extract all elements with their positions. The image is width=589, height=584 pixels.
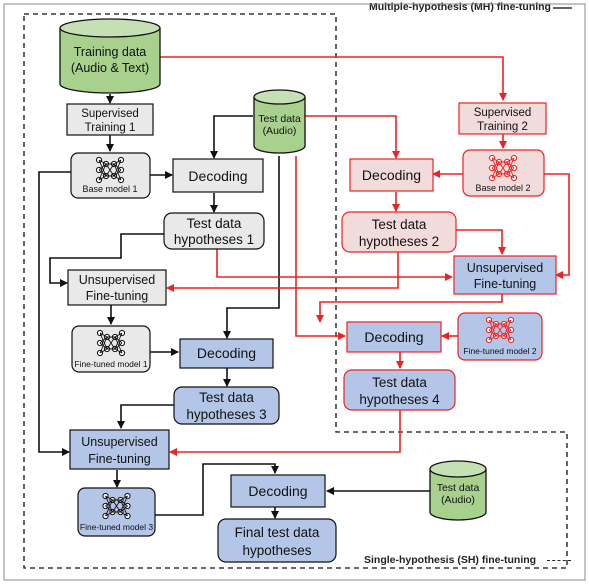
decoding-3-box: Decoding bbox=[179, 338, 274, 369]
fine-tuned-model-1-label: Fine-tuned model 1 bbox=[74, 359, 148, 369]
unsupervised-1-line2: Fine-tuning bbox=[86, 289, 149, 303]
unsupervised-1-line1: Unsupervised bbox=[79, 273, 155, 287]
supervised-training-2-box: Supervised Training 2 bbox=[458, 102, 547, 135]
sh-connectors bbox=[38, 94, 430, 519]
fine-tuned-model-3-label: Fine-tuned model 3 bbox=[80, 522, 154, 532]
unsupervised-finetuning-1-box: Unsupervised Fine-tuning bbox=[67, 269, 167, 306]
decoding-4-box: Decoding bbox=[346, 321, 442, 353]
test-data-bottom-line1: Test data bbox=[437, 482, 480, 494]
hypotheses-4-box: Test data hypotheses 4 bbox=[343, 369, 456, 411]
base-model-1: Base model 1 bbox=[70, 152, 151, 199]
decoding-2-box: Decoding bbox=[349, 158, 434, 192]
sh-legend-label: Single-hypothesis (SH) fine-tuning bbox=[364, 554, 537, 566]
hypotheses-3-line2: hypotheses 3 bbox=[186, 407, 266, 422]
hypotheses-1-line2: hypotheses 1 bbox=[174, 232, 254, 247]
test-data-top-line1: Test data bbox=[258, 113, 301, 125]
final-hypotheses-line1: Final test data bbox=[235, 525, 320, 540]
unsupervised-finetuning-3-box: Unsupervised Fine-tuning bbox=[69, 429, 170, 470]
fine-tuned-model-3: Fine-tuned model 3 bbox=[77, 487, 156, 537]
decoding-5-label: Decoding bbox=[248, 483, 307, 499]
hypotheses-2-box: Test data hypotheses 2 bbox=[341, 211, 457, 253]
fine-tuned-model-2: Fine-tuned model 2 bbox=[457, 312, 543, 361]
test-data-top-cylinder: Test data (Audio) bbox=[253, 89, 306, 154]
hypotheses-1-box: Test data hypotheses 1 bbox=[163, 212, 265, 250]
decoding-5-box: Decoding bbox=[230, 474, 326, 508]
unsupervised-3-line1: Unsupervised bbox=[81, 435, 157, 449]
training-data-line1: Training data bbox=[74, 45, 147, 59]
decoding-2-label: Decoding bbox=[362, 167, 421, 183]
supervised-training-1-line2: Training 1 bbox=[85, 122, 136, 134]
unsupervised-2-line1: Unsupervised bbox=[467, 261, 543, 275]
decoding-1-label: Decoding bbox=[188, 168, 247, 184]
hypotheses-2-line2: hypotheses 2 bbox=[359, 234, 439, 249]
supervised-training-1-line1: Supervised bbox=[81, 108, 139, 120]
hypotheses-4-line1: Test data bbox=[372, 375, 427, 390]
hypotheses-3-box: Test data hypotheses 3 bbox=[173, 386, 280, 425]
sh-legend-line bbox=[547, 560, 571, 561]
outer-border bbox=[3, 3, 586, 581]
base-model-2-label: Base model 2 bbox=[475, 183, 530, 193]
final-hypotheses-line2: hypotheses bbox=[242, 543, 311, 558]
training-data-cylinder: Training data (Audio & Text) bbox=[59, 18, 161, 94]
training-data-line2: (Audio & Text) bbox=[71, 61, 149, 75]
test-data-top-line2: (Audio) bbox=[263, 125, 297, 137]
base-model-2: Base model 2 bbox=[462, 149, 545, 197]
mh-legend-line bbox=[553, 7, 572, 9]
decoding-1-box: Decoding bbox=[172, 158, 264, 193]
supervised-training-2-line2: Training 2 bbox=[477, 121, 528, 133]
supervised-training-2-line1: Supervised bbox=[474, 107, 532, 119]
hypotheses-2-line1: Test data bbox=[372, 217, 427, 232]
hypotheses-1-line1: Test data bbox=[187, 216, 242, 231]
sh-dashed-region bbox=[23, 13, 568, 569]
decoding-3-label: Decoding bbox=[197, 345, 256, 361]
final-hypotheses-box: Final test data hypotheses bbox=[217, 518, 337, 563]
mh-connectors bbox=[160, 56, 570, 456]
unsupervised-3-line2: Fine-tuning bbox=[88, 452, 151, 466]
hypotheses-4-line2: hypotheses 4 bbox=[359, 392, 440, 407]
base-model-1-label: Base model 1 bbox=[82, 184, 137, 194]
unsupervised-2-line2: Fine-tuning bbox=[474, 277, 537, 291]
fine-tuned-model-2-label: Fine-tuned model 2 bbox=[463, 346, 537, 356]
test-data-bottom-cylinder: Test data (Audio) bbox=[429, 460, 487, 521]
decoding-4-label: Decoding bbox=[364, 329, 423, 345]
unsupervised-finetuning-2-box: Unsupervised Fine-tuning bbox=[453, 255, 557, 295]
hypotheses-3-line1: Test data bbox=[199, 390, 254, 405]
fine-tuned-model-1: Fine-tuned model 1 bbox=[71, 325, 151, 373]
supervised-training-1-box: Supervised Training 1 bbox=[66, 103, 154, 136]
test-data-bottom-line2: (Audio) bbox=[441, 494, 475, 506]
